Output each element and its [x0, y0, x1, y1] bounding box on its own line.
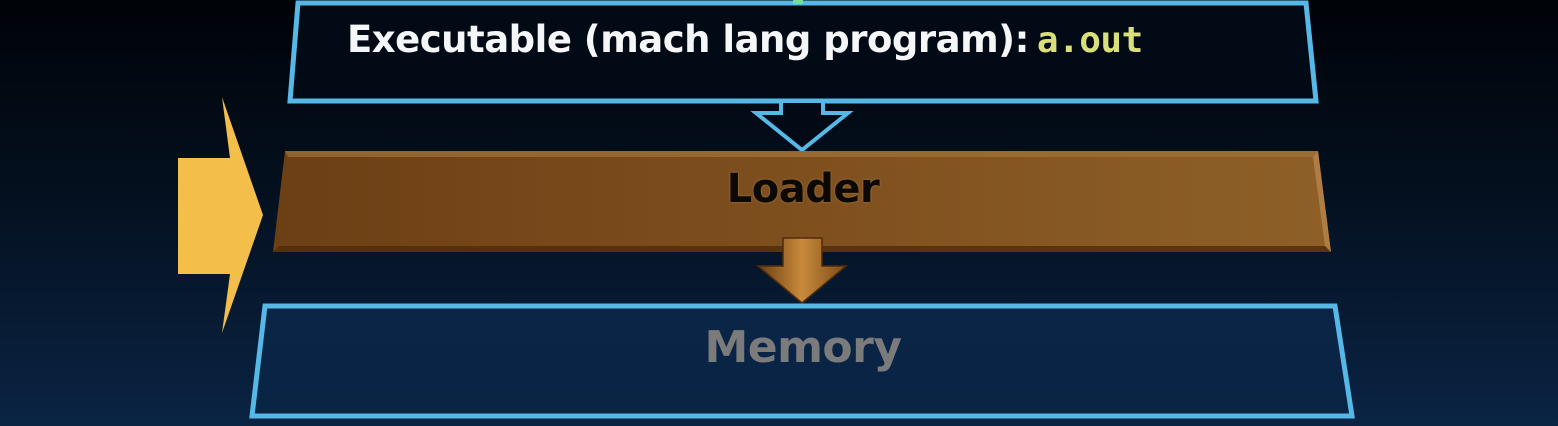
executable-box	[287, 0, 1319, 104]
executable-label: Executable (mach lang program):a.out	[347, 18, 1143, 61]
loader-box	[273, 151, 1331, 252]
loader-bevel-right	[1313, 151, 1331, 252]
memory-box	[249, 303, 1355, 419]
down-arrow-icon	[755, 237, 849, 304]
connector-nub	[793, 0, 803, 4]
loader-label: Loader	[726, 166, 880, 212]
down-arrow-icon	[750, 99, 854, 153]
executable-text: Executable (mach lang program):	[347, 18, 1029, 61]
executable-filename: a.out	[1036, 20, 1143, 61]
memory-label: Memory	[704, 322, 902, 373]
loader-bevel-top	[285, 151, 1318, 157]
right-arrow-icon	[178, 97, 263, 333]
